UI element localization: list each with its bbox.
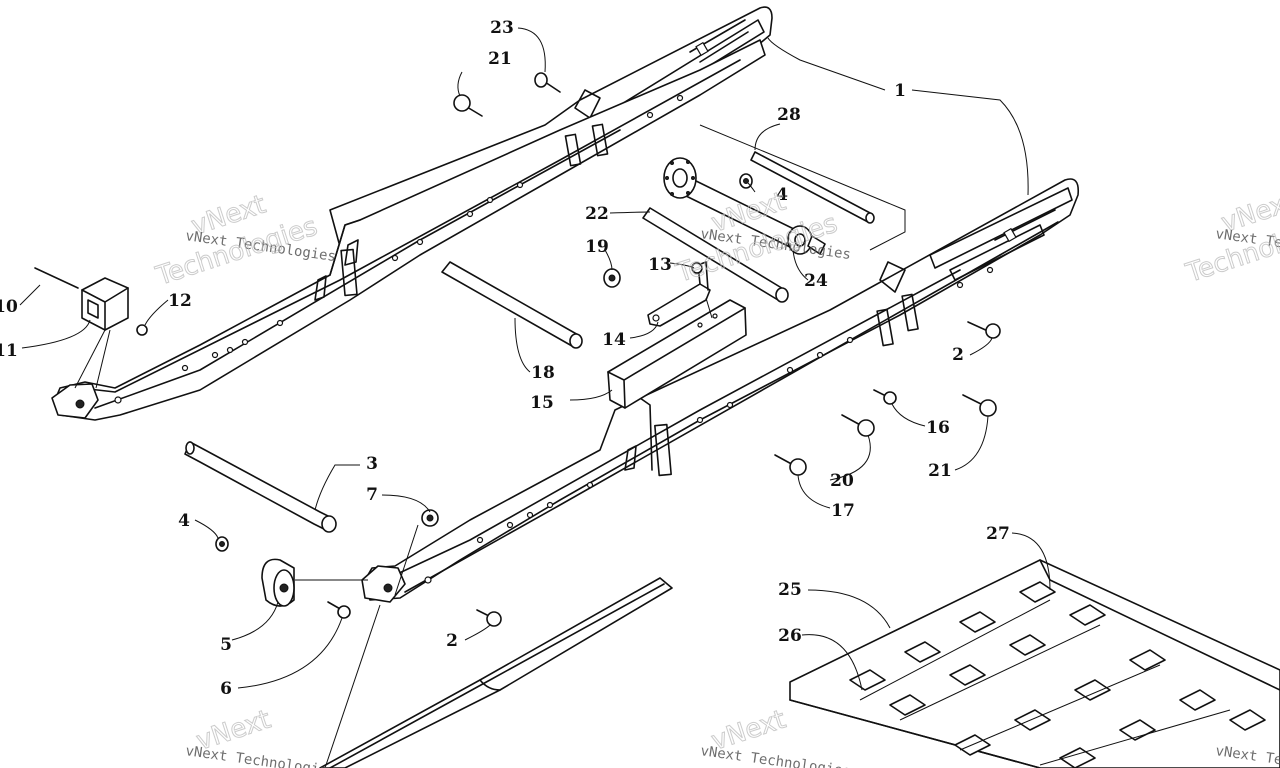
rail-left-holes (181, 94, 684, 372)
callout-12: 12 (168, 291, 192, 311)
slide-strip (319, 577, 673, 768)
callout-24: 24 (804, 271, 828, 291)
callout-2-lower: 2 (446, 631, 458, 651)
callout-17: 17 (831, 501, 855, 521)
callout-11: 11 (0, 341, 18, 361)
callout-3: 3 (366, 454, 378, 474)
rail-front-right (361, 178, 1080, 603)
svg-text:vNext Technologies: vNext Technologies (184, 743, 336, 768)
nut-13 (691, 262, 703, 274)
watermark-top-left: vNext vNext Technologies Technologies (151, 189, 336, 292)
callout-18: 18 (531, 363, 555, 383)
shaft-18 (441, 261, 583, 349)
nut-4-lower (215, 536, 229, 552)
leader-lines (19, 27, 1051, 768)
block-11 (81, 277, 129, 331)
watermark-bottom-left: vNext vNext Technologies (184, 704, 336, 768)
callout-4-lower: 4 (178, 511, 190, 531)
callout-25: 25 (778, 580, 802, 600)
callout-14: 14 (602, 330, 626, 350)
callout-20: 20 (830, 471, 854, 491)
bolts (327, 72, 1001, 627)
callout-15: 15 (530, 393, 554, 413)
callout-2-right: 2 (952, 345, 964, 365)
callout-28: 28 (777, 105, 801, 125)
washer-12 (136, 324, 148, 336)
rail-front-right-holes (476, 266, 994, 544)
bolt-20 (841, 414, 875, 437)
bolt-2-right (967, 321, 1001, 339)
watermark-bottom-center: vNext vNext Technologies (699, 704, 851, 768)
bolt-17 (774, 454, 807, 476)
rail-left (51, 39, 766, 421)
bolt-23 (534, 72, 561, 93)
axle-24-with-sprocket (663, 157, 826, 255)
bolt-16 (873, 389, 897, 405)
callout-21-upper: 21 (488, 49, 512, 69)
pin-10 (34, 267, 79, 289)
callout-4-upper: 4 (776, 185, 788, 205)
track-25 (789, 559, 1280, 768)
watermark-top-right: vNext vNext Technologies Technologies (1181, 186, 1280, 289)
bolt-2-lower (476, 609, 502, 627)
bolt-21-upper (453, 94, 483, 117)
callout-5: 5 (220, 635, 232, 655)
callout-1: 1 (894, 81, 906, 101)
shaft-22 (642, 207, 789, 303)
bolt-21-lower (962, 394, 997, 417)
shaft-28 (750, 151, 875, 224)
callout-10: 10 (0, 297, 18, 317)
bracket-14 (647, 261, 711, 327)
bolt-6 (327, 601, 351, 619)
nut-19 (603, 268, 621, 288)
svg-text:vNext Technologies: vNext Technologies (699, 743, 851, 768)
callout-22: 22 (585, 204, 609, 224)
axle-3 (184, 441, 337, 533)
crossbar-15 (607, 299, 747, 409)
callout-23: 23 (490, 18, 514, 38)
nut-7 (421, 509, 439, 527)
callout-16: 16 (926, 418, 950, 438)
callout-13: 13 (648, 255, 672, 275)
callout-27: 27 (986, 524, 1010, 544)
callout-21-lower: 21 (928, 461, 952, 481)
track-rods (859, 599, 1231, 766)
callout-6: 6 (220, 679, 232, 699)
callout-7: 7 (366, 485, 378, 505)
wheel-5 (261, 558, 295, 607)
callout-labels: 1 2 2 3 4 4 5 6 7 10 11 12 13 14 15 16 1… (0, 18, 1010, 699)
callout-26: 26 (778, 626, 802, 646)
callout-19: 19 (585, 237, 609, 257)
